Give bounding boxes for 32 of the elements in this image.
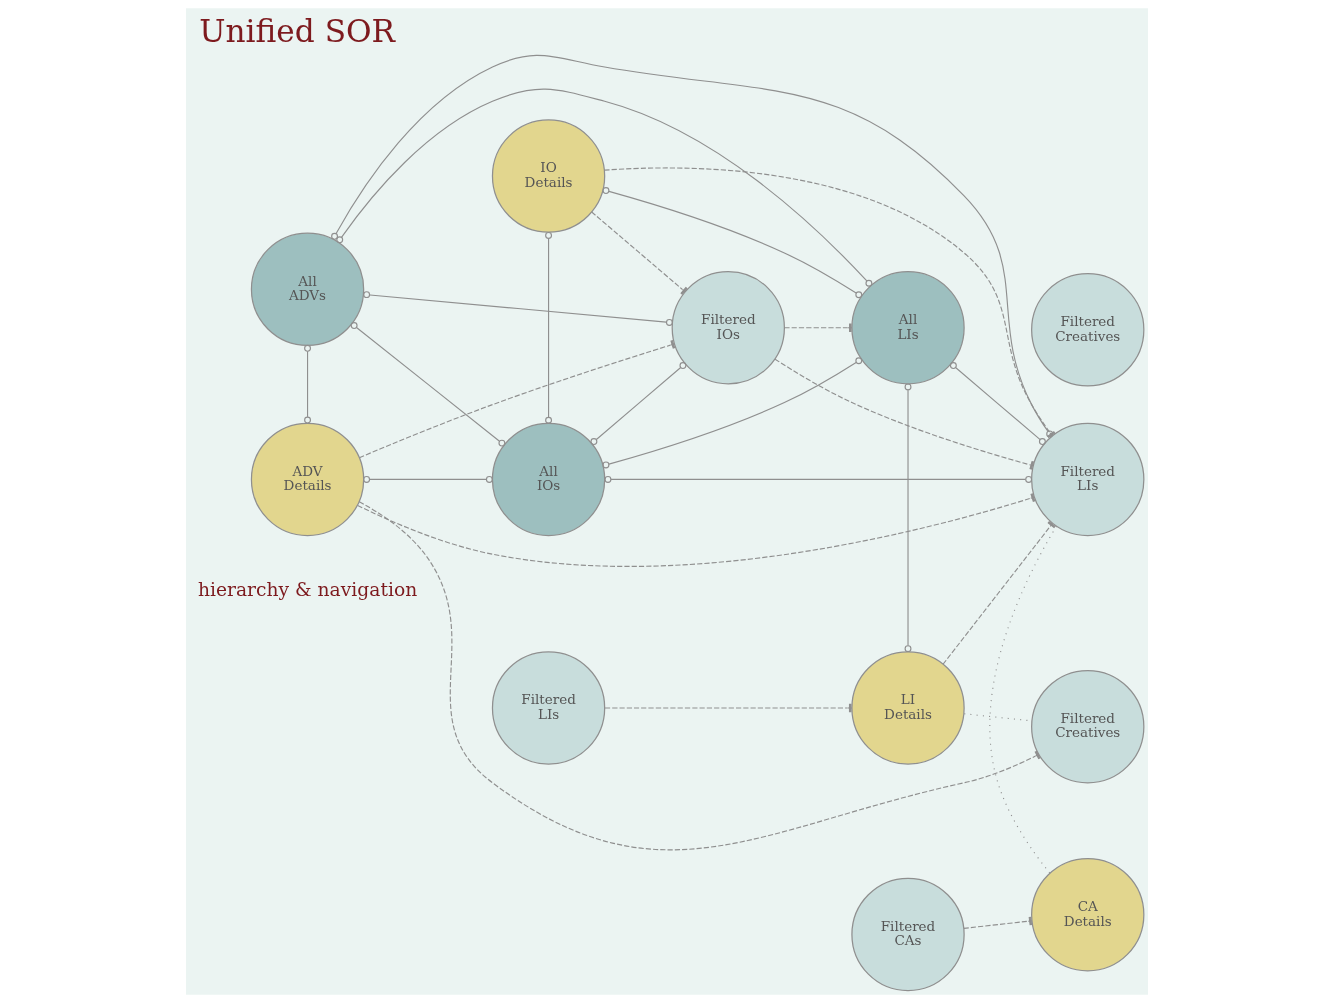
connector xyxy=(774,358,1035,470)
connector xyxy=(591,211,688,295)
node-circle: All IOs xyxy=(491,422,606,537)
connector xyxy=(545,231,553,424)
connector xyxy=(949,362,1046,446)
connector xyxy=(358,340,676,459)
connector xyxy=(602,187,863,299)
label: hierarchy & navigation xyxy=(197,579,418,601)
node-circle: Filtered CAs xyxy=(851,877,965,992)
node-circle: IO Details xyxy=(491,119,606,233)
connector xyxy=(604,475,1033,483)
connector xyxy=(784,323,853,332)
connector xyxy=(602,357,863,469)
diagram-title: Unified SOR xyxy=(199,12,396,49)
connector xyxy=(331,54,1054,438)
connector xyxy=(590,362,687,446)
connector xyxy=(363,475,493,483)
connector xyxy=(363,291,673,326)
connector xyxy=(989,525,1057,874)
node-circle: CA Details xyxy=(1031,858,1145,972)
node-circle: Filtered Creatives xyxy=(1031,273,1145,387)
node-circle: LI Details xyxy=(851,651,965,765)
connector xyxy=(350,322,506,447)
connector xyxy=(603,167,1056,439)
connector xyxy=(942,521,1056,665)
connector xyxy=(304,344,312,424)
connector xyxy=(358,501,1041,851)
connector xyxy=(357,493,1036,567)
connector xyxy=(904,383,912,653)
node-circle: ADV Details xyxy=(250,422,365,537)
node-circle: Filtered LIs xyxy=(491,651,606,765)
connector xyxy=(336,88,873,287)
